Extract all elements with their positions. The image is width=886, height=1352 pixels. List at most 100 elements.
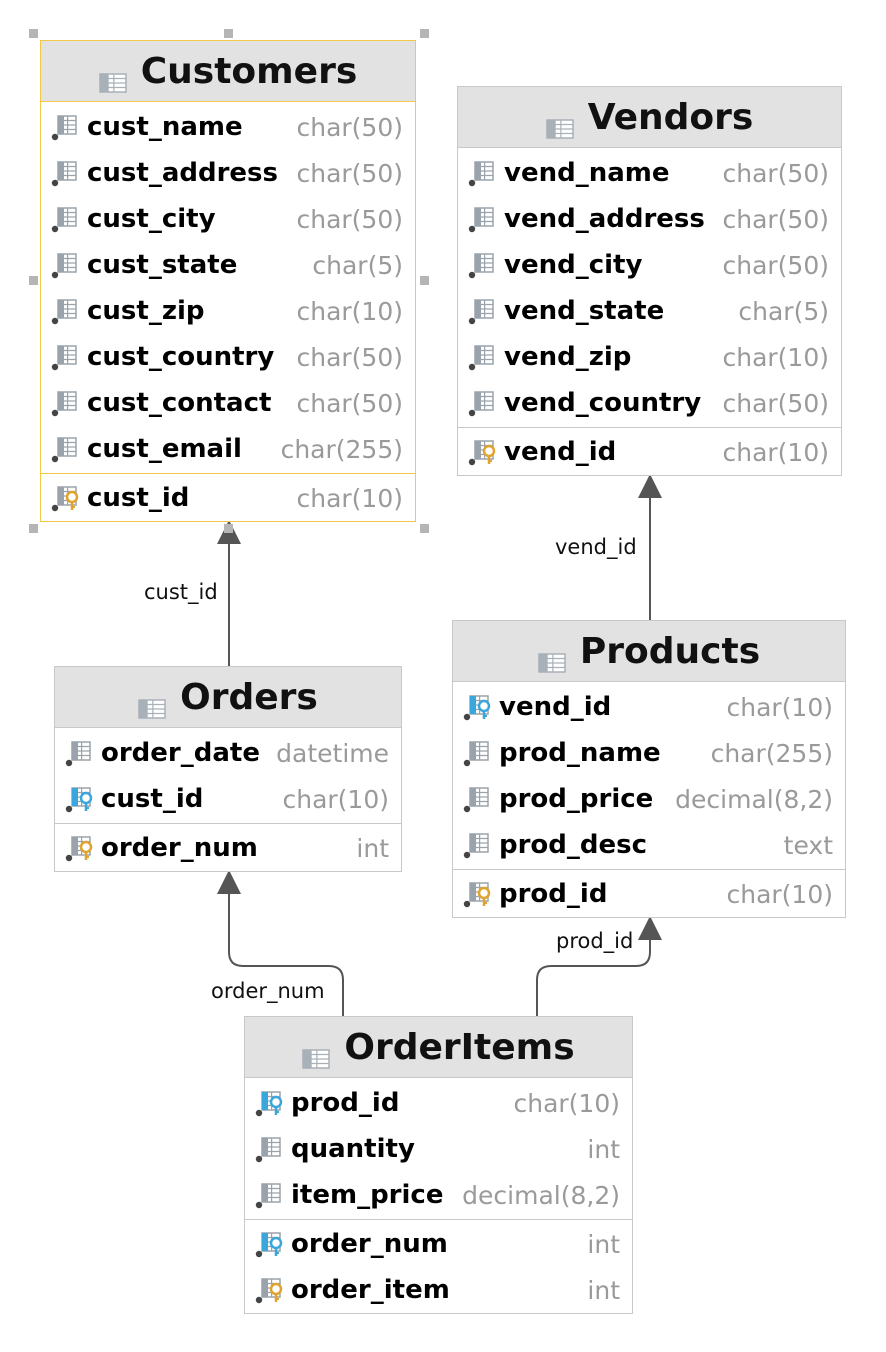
primary-key-icon [463,879,493,909]
table-icon [302,1037,331,1069]
column-name: vend_name [504,158,670,188]
resize-handle[interactable] [420,276,429,285]
column-row[interactable]: prod_price decimal(8,2) [453,776,845,822]
column-type: int [587,1229,620,1259]
column-type: char(50) [722,250,829,280]
column-type: char(50) [722,388,829,418]
column-row[interactable]: cust_email char(255) [41,426,415,472]
table-header[interactable]: OrderItems [245,1017,632,1078]
foreign-key-icon [463,692,493,722]
column-name: cust_state [87,250,238,280]
resize-handle[interactable] [420,29,429,38]
column-icon [463,738,493,768]
column-type: int [587,1134,620,1164]
column-type: int [587,1275,620,1305]
column-name: order_item [291,1275,450,1305]
column-name: cust_country [87,342,275,372]
column-name: order_date [101,738,260,768]
primary-key-icon [51,483,81,513]
resize-handle[interactable] [224,524,233,533]
column-type: char(10) [726,692,833,722]
column-icon [468,158,498,188]
column-type: char(10) [296,296,403,326]
column-type: char(255) [280,434,403,464]
column-icon [51,342,81,372]
resize-handle[interactable] [29,29,38,38]
column-row[interactable]: vend_name char(50) [458,150,841,196]
column-icon [468,296,498,326]
column-icon [468,250,498,280]
table-header[interactable]: Customers [41,41,415,102]
table-header[interactable]: Orders [55,667,401,728]
foreign-key-icon [65,784,95,814]
column-name: prod_id [291,1088,400,1118]
column-name: cust_email [87,434,242,464]
column-type: char(50) [722,158,829,188]
resize-handle[interactable] [29,524,38,533]
column-icon [51,434,81,464]
relation-arrowhead-products [638,916,662,940]
table-header[interactable]: Products [453,621,845,682]
column-type: char(10) [722,342,829,372]
column-type: char(50) [296,204,403,234]
column-name: prod_price [499,784,654,814]
primary-key-icon [65,833,95,863]
key-separator [55,823,401,824]
table-icon [138,687,166,719]
column-icon [463,830,493,860]
table-title: Customers [140,50,358,92]
key-separator [245,1219,632,1220]
column-type: char(5) [312,250,403,280]
column-row[interactable]: order_item int [245,1267,632,1313]
column-row[interactable]: vend_zip char(10) [458,334,841,380]
column-row[interactable]: cust_state char(5) [41,242,415,288]
key-separator [453,869,845,870]
resize-handle[interactable] [420,524,429,533]
resize-handle[interactable] [29,276,38,285]
column-type: decimal(8,2) [675,784,833,814]
column-name: vend_address [504,204,705,234]
column-type: int [356,833,389,863]
table-title: OrderItems [344,1026,575,1068]
table-header[interactable]: Vendors [458,87,841,148]
column-type: char(10) [296,483,403,513]
column-name: vend_zip [504,342,632,372]
column-type: char(10) [722,437,829,467]
resize-handle[interactable] [224,29,233,38]
column-icon [51,388,81,418]
relation-label-order-num: order_num [209,979,327,1003]
column-name: cust_address [87,158,279,188]
table-title: Vendors [587,96,754,138]
column-type: char(255) [710,738,833,768]
